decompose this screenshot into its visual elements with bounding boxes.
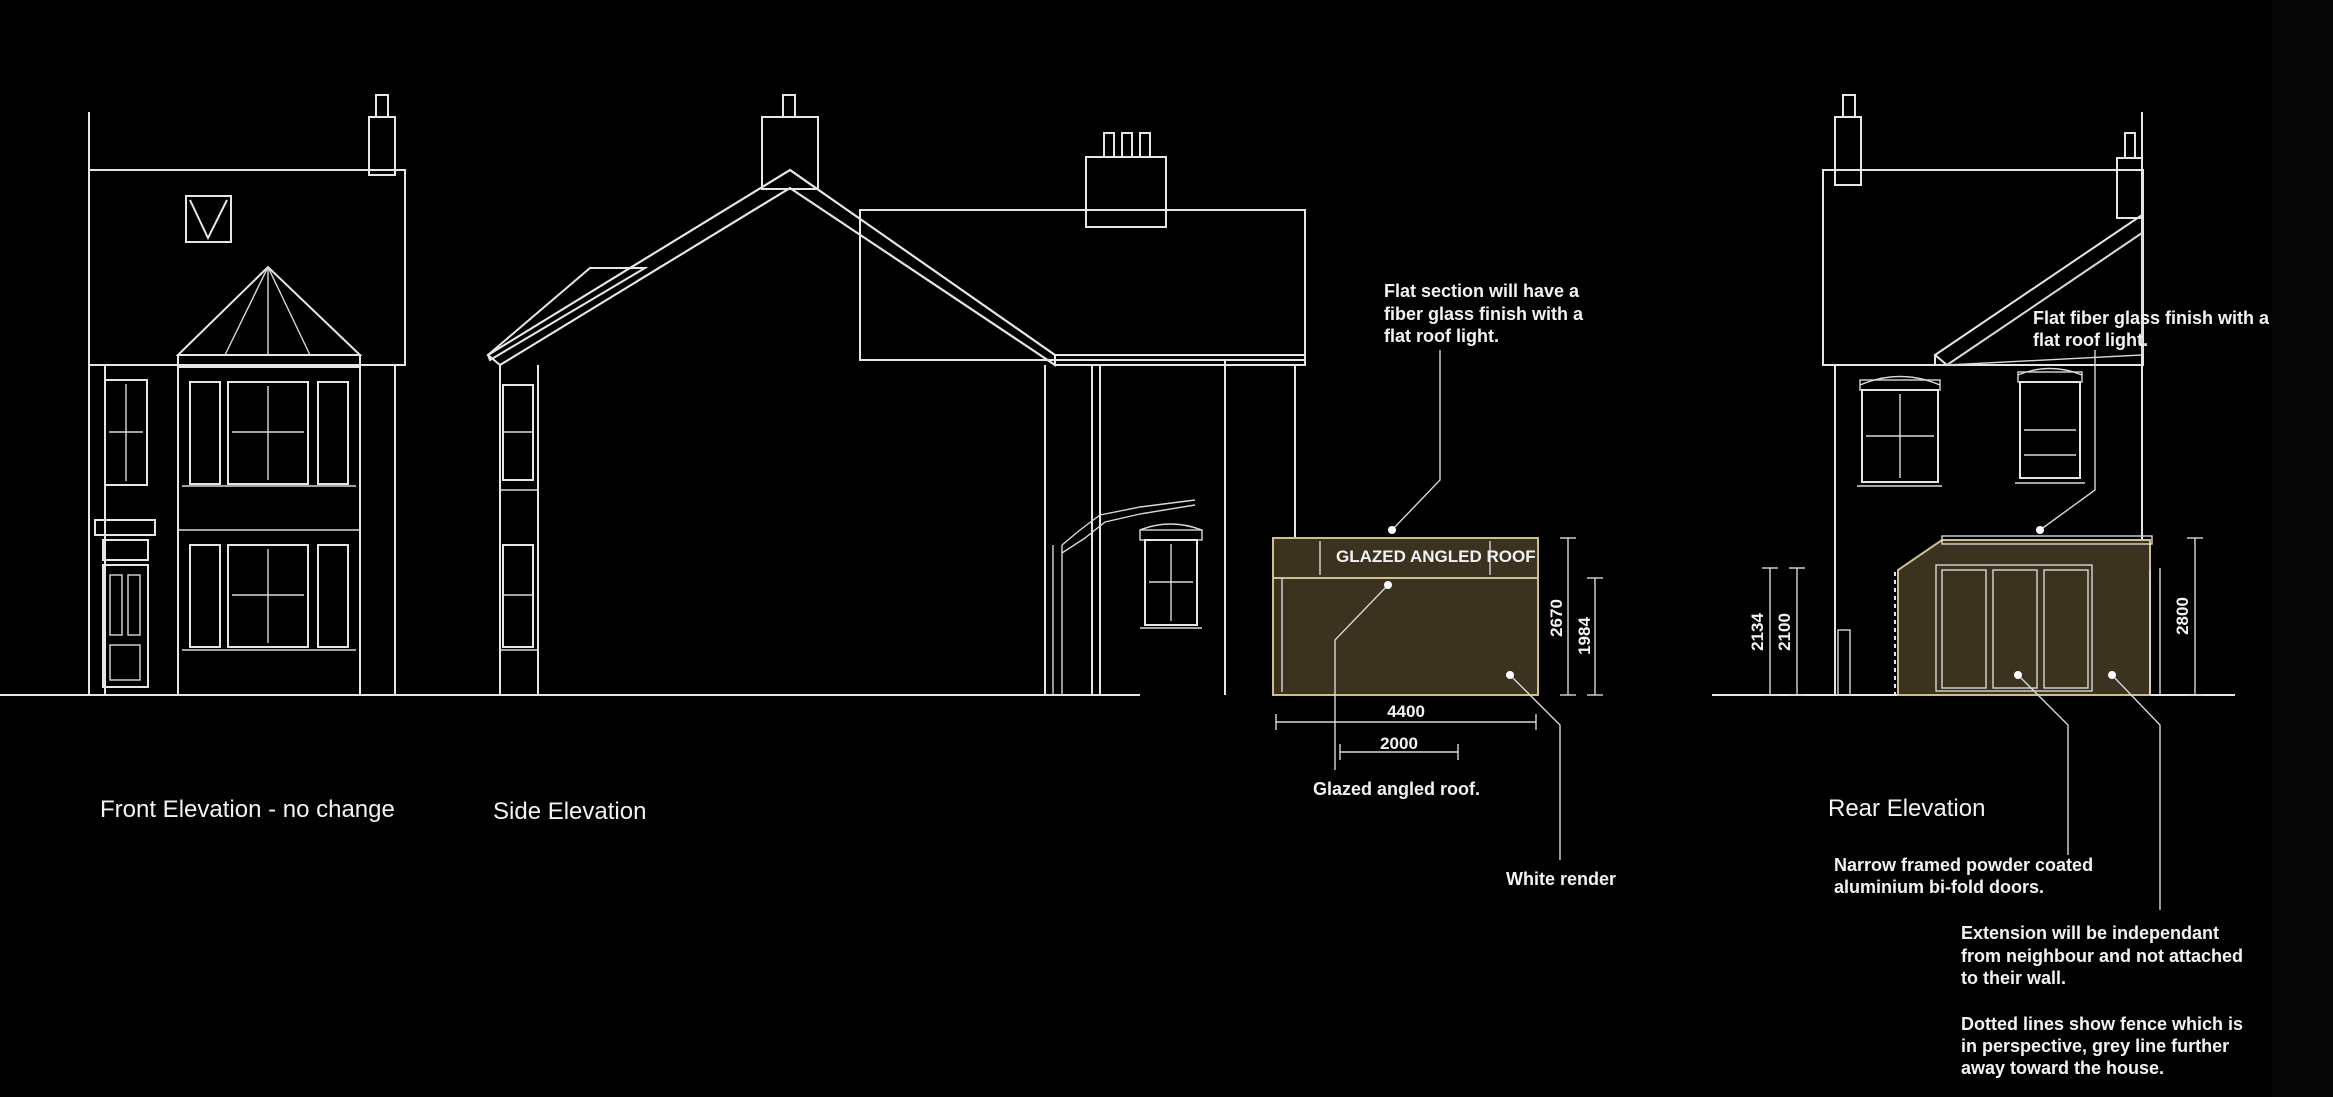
note-flat-fiber-1: Flat fiber glass finish with a: [2033, 308, 2270, 328]
note-independent-2: from neighbour and not attached: [1961, 946, 2243, 966]
leader-white-render: [1509, 674, 1561, 860]
dim-2134: 2134: [1748, 613, 1767, 651]
leader-bifold: [2017, 674, 2069, 855]
side-elevation: [486, 94, 1539, 696]
note-dotted-3: away toward the house.: [1961, 1058, 2164, 1078]
note-white-render: White render: [1506, 869, 1616, 889]
note-independent-1: Extension will be independant: [1961, 923, 2219, 943]
note-dotted-2: in perspective, grey line further: [1961, 1036, 2229, 1056]
dim-1984: 1984: [1575, 617, 1594, 655]
side-extension-body: [1272, 577, 1539, 696]
front-elevation: [88, 94, 406, 695]
rear-elevation: [1822, 94, 2161, 696]
note-dotted-1: Dotted lines show fence which is: [1961, 1014, 2243, 1034]
side-dimensions: [1275, 537, 1603, 760]
side-extension-glazed-roof: [1272, 537, 1539, 579]
rear-extension: [1897, 539, 2151, 696]
front-elevation-label: Front Elevation - no change: [100, 796, 395, 823]
leader-glazed-roof: [1334, 584, 1389, 770]
note-independent-3: to their wall.: [1961, 968, 2066, 988]
note-bifold-2: aluminium bi-fold doors.: [1834, 877, 2044, 897]
leader-flat-fiber: [2039, 350, 2096, 531]
leader-flat-section: [1391, 350, 1441, 531]
note-glazed-roof: Glazed angled roof.: [1313, 779, 1480, 799]
glazed-roof-tag: GLAZED ANGLED ROOF: [1336, 547, 1536, 566]
note-flat-section-3: flat roof light.: [1384, 326, 1499, 346]
rear-elevation-label: Rear Elevation: [1828, 795, 1985, 822]
note-flat-section-2: fiber glass finish with a: [1384, 304, 1584, 324]
note-flat-fiber-2: flat roof light.: [2033, 330, 2148, 350]
leader-independent: [2111, 674, 2161, 910]
rear-dimensions: [1762, 537, 2203, 696]
dim-2000: 2000: [1380, 734, 1418, 753]
dim-4400: 4400: [1387, 702, 1425, 721]
dim-2100: 2100: [1775, 613, 1794, 651]
note-bifold-1: Narrow framed powder coated: [1834, 855, 2093, 875]
note-flat-section-1: Flat section will have a: [1384, 281, 1580, 301]
right-scroll-strip: [2272, 0, 2333, 1097]
dim-2670: 2670: [1547, 599, 1566, 637]
dim-2800: 2800: [2173, 597, 2192, 635]
side-elevation-label: Side Elevation: [493, 798, 646, 825]
